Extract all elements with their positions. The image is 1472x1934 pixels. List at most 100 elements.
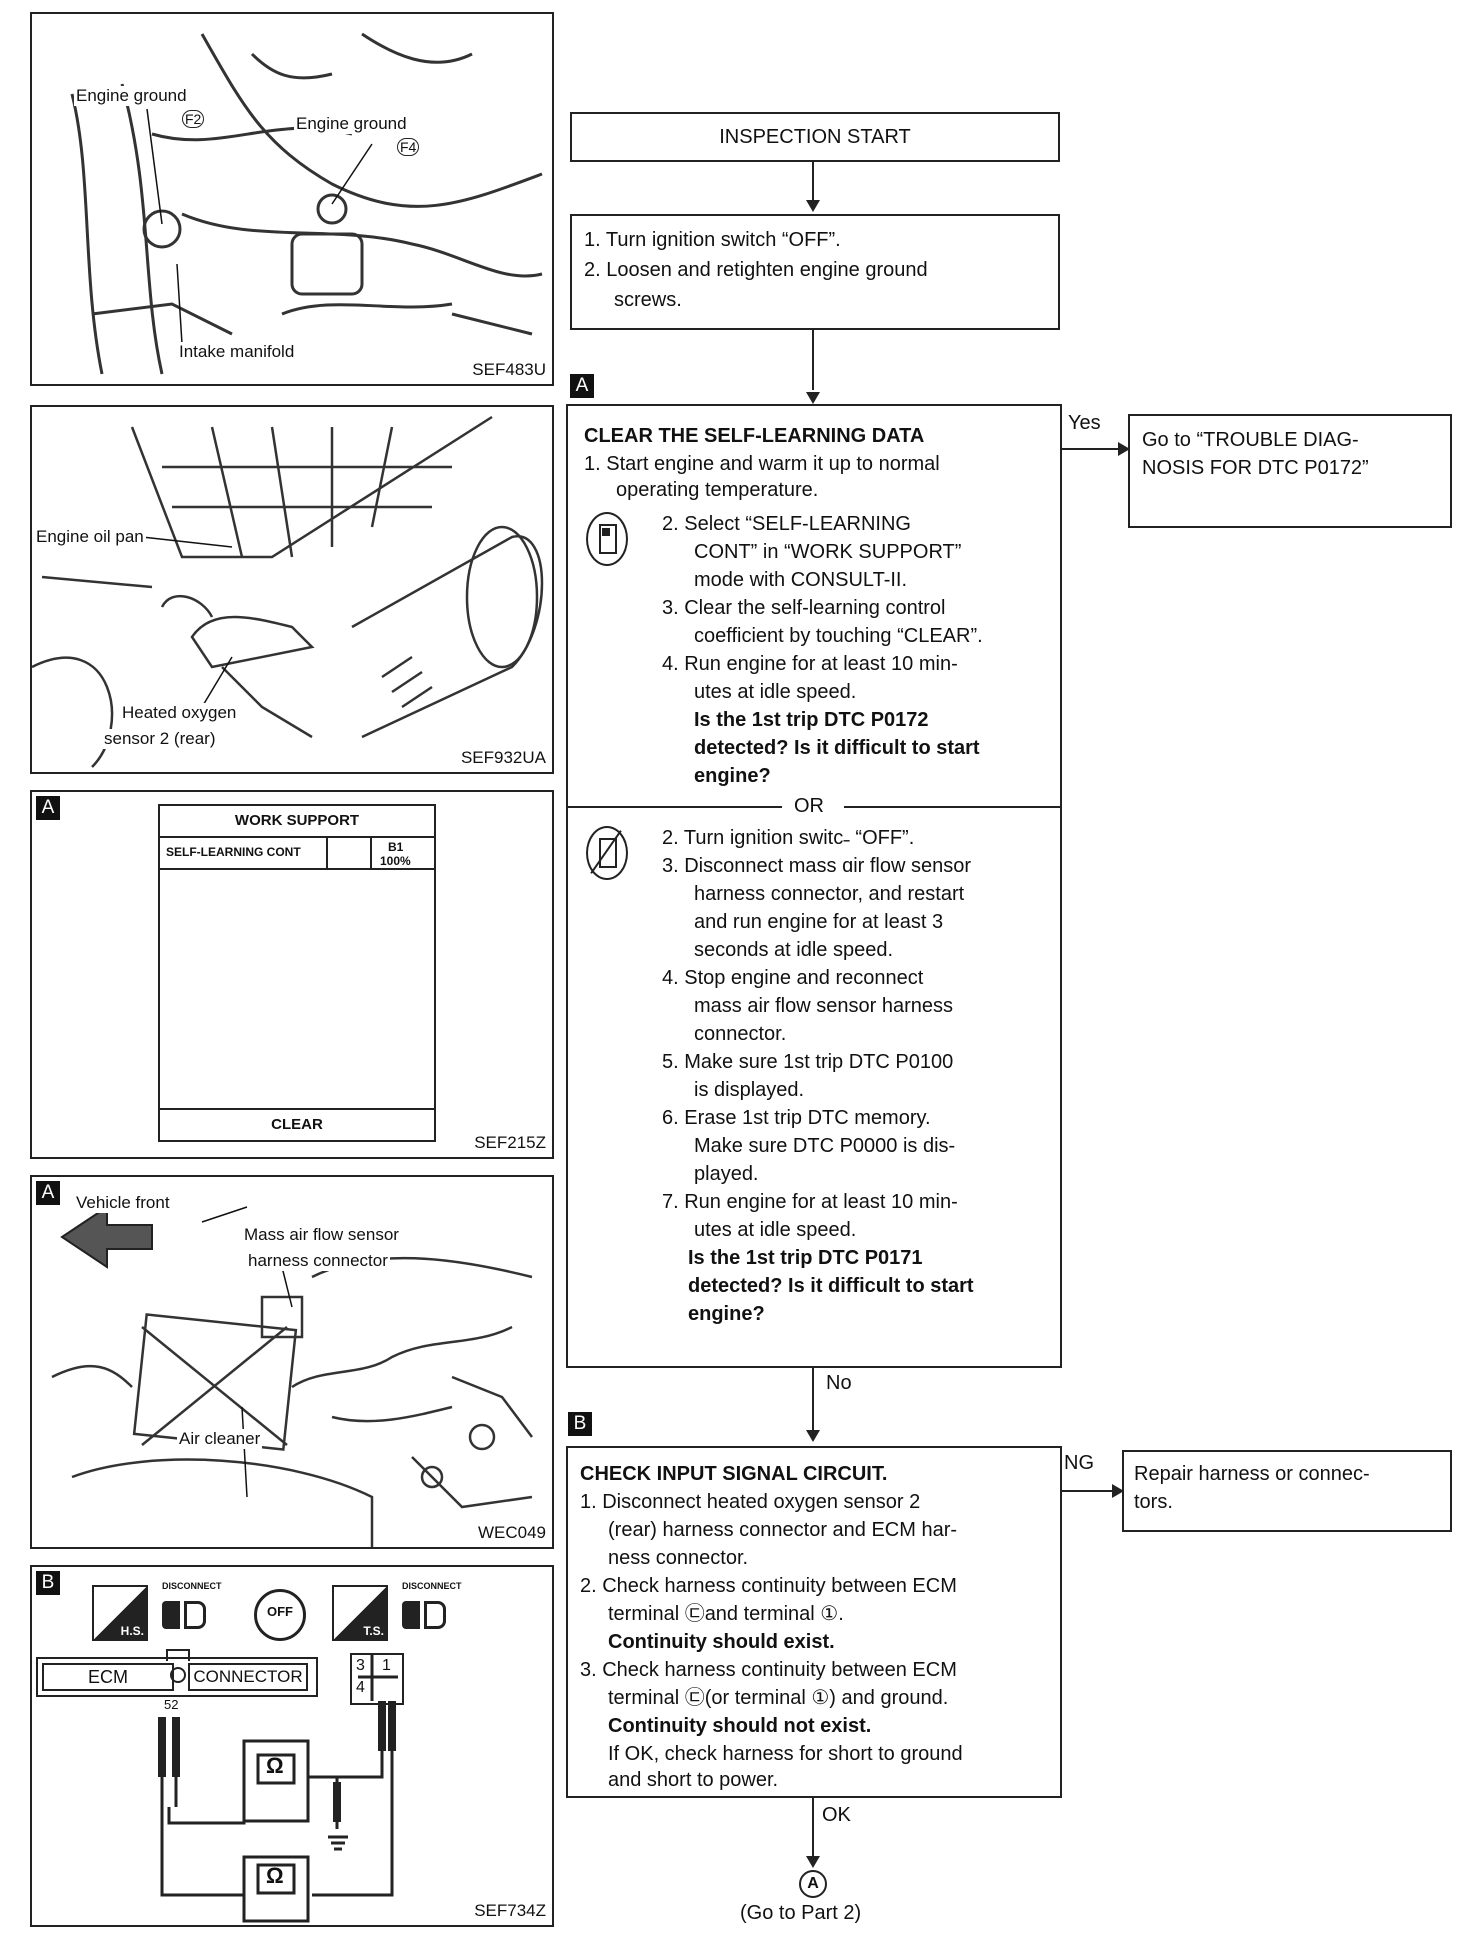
clear-b-question2: detected? Is it difficult to start (688, 1275, 974, 1297)
hs-label: H.S. (120, 1624, 144, 1638)
clear-b-line8: connector. (694, 1023, 787, 1045)
figure-maf-sensor: A Vehicle front Mass air flow sensor har… (30, 1175, 554, 1549)
inspection-start-box: INSPECTION START (570, 112, 1060, 162)
label-harness-connector: harness connector (246, 1251, 390, 1271)
no-consult-icon (586, 826, 628, 880)
figure-continuity-check: B H.S. DISCONNECT OFF T.S. DISCONNECT EC… (30, 1565, 554, 1927)
row-divider-2 (370, 838, 372, 868)
arrow-down (806, 200, 820, 212)
label-vehicle-front: Vehicle front (74, 1193, 172, 1213)
label-air-cleaner: Air cleaner (177, 1429, 263, 1449)
clear-b-line14: 7. Run engine for at least 10 min- (662, 1191, 958, 1213)
connector-line (812, 160, 814, 202)
tag-b: B (568, 1412, 592, 1436)
ohm-meter-2: Ω (266, 1863, 284, 1888)
yes-box-line2: NOSIS FOR DTC P0172” (1142, 457, 1369, 479)
clear-a-question1: Is the 1st trip DTC P0172 (694, 709, 929, 731)
connector-line (812, 328, 814, 390)
label-engine-ground-2: Engine ground (294, 114, 409, 134)
step1-line2: 2. Loosen and retighten engine ground (584, 259, 928, 281)
arrow-down (806, 392, 820, 404)
clear-a-line6: 3. Clear the self-learning control (662, 597, 946, 619)
arrow-right (1112, 1484, 1124, 1498)
clear-button[interactable]: CLEAR (160, 1108, 434, 1140)
yes-label: Yes (1068, 412, 1101, 434)
ng-box-line2: tors. (1134, 1491, 1173, 1513)
row-divider (326, 838, 328, 868)
off-label: OFF (267, 1604, 293, 1619)
ignition-off-icon: OFF (254, 1589, 306, 1641)
pin-3: 3 (356, 1657, 365, 1674)
clear-a-line1: 1. Start engine and warm it up to normal (584, 453, 940, 475)
check-line6: Continuity should exist. (608, 1631, 835, 1653)
screen-title: WORK SUPPORT (160, 806, 434, 838)
clear-a-line3: 2. Select “SELF-LEARNING (662, 513, 911, 535)
no-label: No (826, 1372, 852, 1394)
row-label: SELF-LEARNING CONT (166, 845, 301, 859)
inspection-start-label: INSPECTION START (719, 126, 911, 148)
clear-a-line4: CONT” in “WORK SUPPORT” (694, 541, 962, 563)
row-value-b1: B1 (388, 840, 404, 854)
tag-a: A (36, 1181, 60, 1205)
ng-label: NG (1064, 1452, 1094, 1474)
step1-line1: 1. Turn ignition switch “OFF”. (584, 229, 841, 251)
arrow-down (806, 1430, 820, 1442)
clear-b-line4: and run engine for at least 3 (694, 911, 944, 933)
circle-a-label: A (807, 1875, 819, 1892)
label-maf-sensor: Mass air flow sensor (242, 1225, 401, 1245)
label-intake-manifold: Intake manifold (177, 342, 297, 362)
figure-code: SEF734Z (474, 1901, 546, 1920)
maf-sensor-illustration (51, 1205, 533, 1547)
circle-a-connector: A (799, 1870, 827, 1898)
check-input-signal-box: CHECK INPUT SIGNAL CIRCUIT. 1. Disconnec… (566, 1446, 1062, 1798)
sensor-connector: 3 1 4 (350, 1653, 404, 1705)
clear-b-line11: 6. Erase 1st trip DTC memory. (662, 1107, 931, 1129)
engine-ground-illustration (70, 32, 543, 375)
tag-a: A (570, 374, 594, 398)
label-sensor-2-rear: sensor 2 (rear) (102, 729, 218, 749)
arrow-down (806, 1856, 820, 1868)
clear-b-line6: 4. Stop engine and reconnect (662, 967, 924, 989)
clear-b-line2: 3. Disconnect mass ɑir flow sensor (662, 855, 972, 877)
check-title: CHECK INPUT SIGNAL CIRCUIT. (580, 1463, 888, 1485)
clear-b-question1: Is the 1st trip DTC P0171 (688, 1247, 923, 1269)
disconnect-icon-2 (402, 1597, 448, 1633)
oxygen-sensor-illustration (32, 415, 544, 768)
connector-label: CONNECTOR (188, 1663, 308, 1691)
trouble-diagnosis-box: Go to “TROUBLE DIAG- NOSIS FOR DTC P0172… (1128, 414, 1452, 528)
hs-icon: H.S. (92, 1585, 148, 1641)
check-line7: 3. Check harness continuity between ECM (580, 1659, 957, 1681)
clear-a-question3: engine? (694, 765, 771, 787)
check-line8: terminal ㉢(or terminal ①) and ground. (608, 1687, 949, 1709)
connector-hole (170, 1667, 186, 1683)
clear-b-line9: 5. Make sure 1st trip DTC P0100 (662, 1051, 954, 1073)
arrow-right (1118, 442, 1130, 456)
consult-icon (586, 512, 628, 566)
figure-code: SEF932UA (460, 748, 546, 767)
clear-b-line1: 2. Turn ignition switc˗ “OFF”. (662, 827, 915, 849)
clear-b-line12: Make sure DTC P0000 is dis- (694, 1135, 956, 1157)
or-divider-left (568, 806, 782, 808)
continuity-wiring (158, 1655, 398, 1923)
connector-line (812, 1366, 814, 1430)
self-learning-row[interactable]: SELF-LEARNING CONT B1 100% (160, 838, 434, 870)
ok-label: OK (822, 1804, 851, 1826)
ts-label: T.S. (363, 1624, 384, 1638)
label-engine-ground-1: Engine ground (74, 86, 189, 106)
clear-a-line2: operating temperature. (616, 479, 819, 501)
yes-line (1060, 448, 1122, 450)
label-f4: F4 (397, 138, 420, 156)
clear-a-line8: 4. Run engine for at least 10 min- (662, 653, 958, 675)
go-to-part-2: (Go to Part 2) (740, 1902, 862, 1924)
label-engine-oil-pan: Engine oil pan (34, 527, 146, 547)
check-line11: and short to power. (608, 1769, 779, 1791)
clear-a-line9: utes at idle speed. (694, 681, 857, 703)
disconnect-icon-1 (162, 1597, 208, 1633)
ng-line (1060, 1490, 1116, 1492)
ohm-meter-1: Ω (266, 1753, 284, 1778)
clear-title: CLEAR THE SELF-LEARNING DATA (584, 425, 925, 447)
clear-b-question3: engine? (688, 1303, 765, 1325)
disconnect-label-1: DISCONNECT (162, 1581, 222, 1591)
check-line5: terminal ㉢and terminal ①. (608, 1603, 844, 1625)
figure-oxygen-sensor: Engine oil pan Heated oxygen sensor 2 (r… (30, 405, 554, 774)
